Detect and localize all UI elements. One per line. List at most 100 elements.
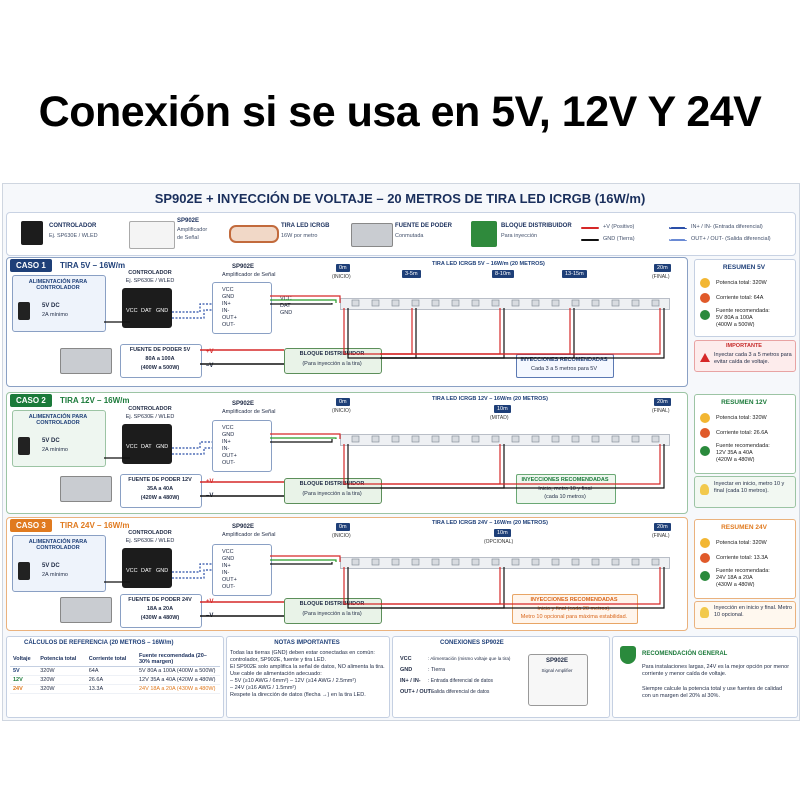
case1-diff-in-wire [172,303,212,313]
case3-controller-title: CONTROLADOR [128,530,172,536]
case3-led-strip [340,557,670,569]
note-0: Todas las tierras (GND) deben estar cone… [230,650,375,663]
case3-sum-0: Potencia total: 320W [716,540,767,546]
conn-k2: IN+ / IN- [400,678,421,684]
case2-ctrl-pin-vcc: VCC [126,444,138,450]
psu-icon [351,223,393,247]
ref-r1-f: 12V 35A a 40A (420W a 480W) [136,675,220,685]
case3-diff-in-wire [172,563,212,573]
case1-psu-title: FUENTE DE PODER 5V [129,347,191,353]
case3-sp-title: SP902E [232,524,255,530]
case1-strip-pin-gnd: GND [280,310,293,316]
led-strip-icon [229,225,279,243]
case2-sp-pin-inp: IN+ [222,439,231,445]
case2-led-chip [391,435,400,443]
conn-k3: OUT+ / OUT- [400,689,433,695]
case3-led-chip [411,558,420,566]
case3-inj-neg-1 [380,567,505,609]
case1-dist-sub: (Para inyección a la tira) [302,361,362,367]
legend-controller-sub: Ej. SP630E / WLED [49,233,98,239]
case2-ctrl-pin-gnd: GND [156,444,169,450]
ref-h-psu: Fuente recomendada (20–30% margen) [136,652,220,667]
shield-check-icon [620,646,636,664]
shield-check-icon [700,310,710,320]
case1-mark-1: 3-5m [402,270,421,278]
case1-controller-sub: Ej. SP630E / WLED [125,278,175,284]
bolt-icon [700,538,710,548]
table-row: 24V 320W 13.3A 24V 18A a 20A (430W a 480… [10,684,220,694]
case1-led-chip [491,299,500,307]
note-3: – 5V (≥10 AWG / 6mm²) – 12V (≥14 AWG / 2… [230,678,357,684]
case1-sum-3: 5V 80A a 100A [716,315,753,321]
case2-inj-pos-0 [343,444,380,485]
legend-sp902e-sub1: Amplificador [177,227,208,233]
case2-inj-pos-2 [380,444,661,485]
case2-supply-title: ALIMENTACIÓN PARA CONTROLADOR [28,414,88,426]
ref-r1-p: 320W [37,675,86,685]
connections-title: CONEXIONES SP902E [440,640,504,646]
case2-mark-0-sub: (INICIO) [332,408,351,414]
case1-ctrl-pin-dat: DAT [141,308,152,314]
psu-icon [60,348,112,374]
sp902e-device [528,654,588,706]
case1-sum-4: (400W a 500W) [716,322,755,328]
case3-summary-title: RESUMEN 24V [721,524,767,531]
case1-psu-box [120,344,202,378]
legend-strip-title: TIRA LED ICRGB [281,223,330,229]
case2-injections [516,474,616,504]
case3-psu-l1: 18A a 20A [146,606,174,612]
case1-led-chip [551,299,560,307]
legend: CONTROLADOR Ej. SP630E / WLED SP902E Amp… [6,212,796,256]
case3-led-chip [431,558,440,566]
case2-strip-title: TIRA LED ICRGB 12V – 16W/m (20 METROS) [432,396,548,402]
case2-sum-2: Fuente recomendada: [716,443,770,449]
case3-supply-title: ALIMENTACIÓN PARA CONTROLADOR [28,539,88,551]
case2-led-chip [551,435,560,443]
case2-psu-box [120,474,202,508]
case1-led-chip [531,299,540,307]
ref-h-power: Potencia total [37,652,86,667]
sp902e-device-label: SP902E [545,658,569,664]
case2-sp-pin-outp: OUT+ [222,453,237,459]
adapter-icon [18,302,30,320]
case1-sp-pin-vcc: VCC [222,287,234,293]
conn-v0: : Alimentación (mismo voltaje que la tir… [428,656,511,661]
case3-injections [512,594,638,624]
case2-inj-neg-2 [380,444,665,489]
case2-gnd-wire [270,439,333,443]
case2-sum-0: Potencia total: 320W [716,415,767,421]
notes-title: NOTAS IMPORTANTES [274,640,340,646]
ground-line-icon [581,239,599,241]
case3-dat-wire [270,559,337,562]
case3-dist-sub: (Para inyección a la tira) [302,611,362,617]
ref-h-volt: Voltaje [10,652,38,667]
page-headline: Conexión si se usa en 5V, 12V Y 24V [38,88,762,136]
case2-led-chip [571,435,580,443]
case3-mark-1-sub: (OPCIONAL) [484,539,514,545]
case1-led-chip [391,299,400,307]
case1-dat-wire [270,299,337,303]
general-p1: Para instalaciones largas, 24V es la mej… [642,664,790,677]
case1-inj-pos-0 [343,308,380,355]
case1-led-chip [471,299,480,307]
case3-inj-title: INYECCIONES RECOMENDADAS [530,597,618,603]
case2-led-chip [371,435,380,443]
case1-inj-pos-2 [380,308,501,355]
ref-r2-f: 24V 18A a 20A (430W a 480W) [136,684,220,694]
case1-sp902e [212,282,272,334]
case3-sum-2: Fuente recomendada: [716,568,770,574]
case3-psu-title: FUENTE DE PODER 24V [128,597,192,603]
case1-controller-title: CONTROLADOR [128,270,172,276]
case3-inj-pos-2 [380,567,661,605]
case3-inj-neg-2 [380,567,665,609]
ref-r0-c: 64A [85,666,136,676]
case3-controller [122,548,172,588]
case1-led-chip [511,299,520,307]
case3-sp-pin-gnd: GND [222,556,235,562]
case2-mark-1: 10m [494,405,511,413]
case1-sum-0: Potencia total: 320W [716,280,767,286]
note-1: El SP902E solo amplifica la señal de dat… [230,664,385,670]
case1-supply-v: 5V DC [42,303,60,309]
case2-diff-in-wire-2 [172,447,212,455]
case1-led-chip [451,299,460,307]
